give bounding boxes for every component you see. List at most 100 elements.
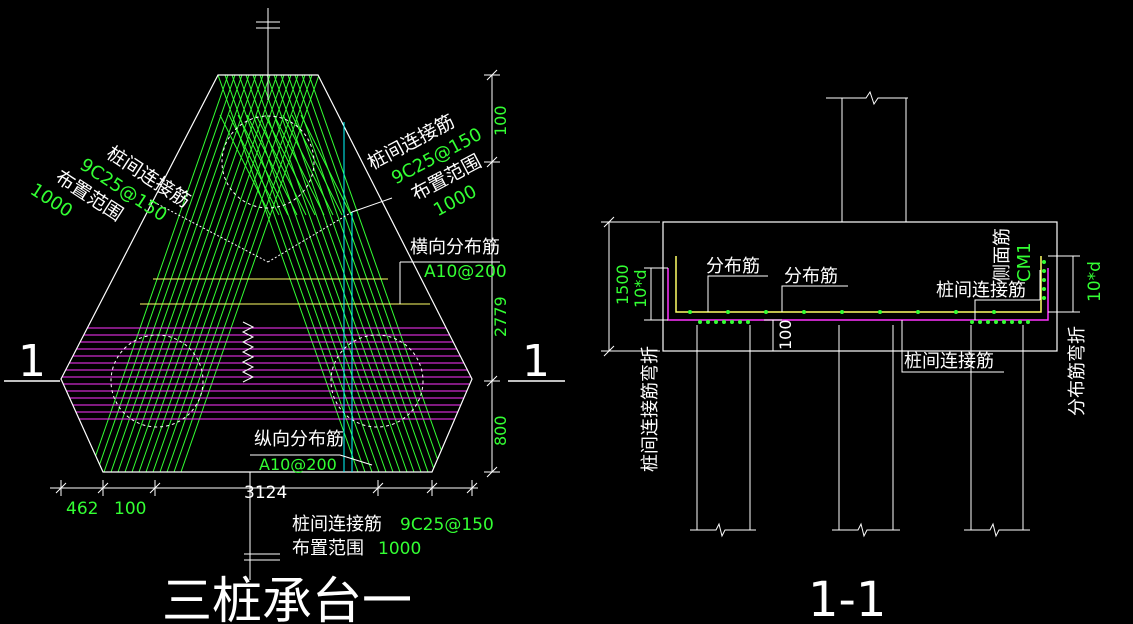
- rebar-band-line: [301, 75, 443, 472]
- section-label-left-bend: 桩间连接筋弯折: [640, 346, 661, 472]
- label-bottom-range-label: 布置范围: [292, 538, 364, 559]
- rebar-band-line: [291, 114, 343, 216]
- rebar-dot: [916, 310, 920, 314]
- rebar-band-line: [238, 75, 380, 472]
- dim-right-top: 100: [491, 105, 510, 136]
- section-distribution-bar: [675, 256, 1042, 313]
- section-dim-height: 1500: [613, 264, 632, 305]
- rebar-dot: [714, 320, 718, 324]
- rebar-dot: [764, 310, 768, 314]
- rebar-band-line: [217, 75, 359, 472]
- plan-view: 1 1 100 2779 800: [4, 8, 565, 624]
- section-dim-left-bend: 10*d: [631, 269, 650, 308]
- rebar-band-line: [294, 75, 436, 472]
- rebar-band-line: [124, 75, 264, 472]
- rebar-break-marks: [241, 321, 255, 383]
- rebar-band-line: [152, 75, 292, 472]
- label-longitudinal-rebar: A10@200: [259, 455, 337, 474]
- section-dim-cover: 100: [776, 319, 795, 350]
- rebar-dot: [878, 310, 882, 314]
- dim-bottom-second: 100: [114, 499, 146, 519]
- rebar-band-line: [138, 75, 278, 472]
- label-bottom-rebar: 9C25@150: [400, 515, 494, 535]
- section-rebar-dots: [688, 260, 1046, 324]
- rebar-band-line: [259, 75, 401, 472]
- leader-line: [351, 197, 393, 213]
- rebar-dot: [726, 310, 730, 314]
- rebar-band-line: [159, 75, 299, 472]
- rebar-dot: [1002, 320, 1006, 324]
- rebar-band-line: [252, 75, 394, 472]
- plan-title: 三桩承台一: [162, 572, 412, 624]
- rebar-dot: [1010, 320, 1014, 324]
- rebar-dot: [698, 320, 702, 324]
- pile-connection-rebar-bands: [89, 75, 450, 472]
- rebar-dot: [730, 320, 734, 324]
- label-transverse-rebar: A10@200: [424, 262, 507, 282]
- section-label-connection-top: 桩间连接筋: [936, 280, 1026, 301]
- rebar-band-line: [231, 75, 373, 472]
- section-label-connection-bottom: 桩间连接筋: [904, 351, 994, 372]
- pile-top: [221, 115, 315, 209]
- section-cap-outline: [662, 221, 1058, 352]
- section-label-distribution-2: 分布筋: [784, 266, 838, 287]
- dim-right-bottom: 800: [491, 415, 510, 446]
- section-connection-bar: [667, 268, 1049, 321]
- rebar-band-line: [219, 114, 271, 216]
- rebar-dot: [1042, 296, 1046, 300]
- rebar-dot: [970, 320, 974, 324]
- section-left-dimension: [601, 216, 782, 357]
- rebar-dot: [722, 320, 726, 324]
- rebar-band-line: [246, 114, 298, 216]
- pile-right: [330, 334, 424, 428]
- section-label-right-bend: 分布筋弯折: [1067, 326, 1088, 416]
- section-mark-left: 1: [18, 336, 46, 387]
- section-label-distribution-1: 分布筋: [706, 256, 760, 277]
- rebar-band-line: [255, 114, 307, 216]
- rebar-band-line: [103, 75, 243, 472]
- rebar-dot: [1018, 320, 1022, 324]
- rebar-band-line: [173, 75, 313, 472]
- rebar-dot: [802, 310, 806, 314]
- column-break-line: [826, 90, 908, 106]
- section-right-dimension: [1048, 255, 1080, 313]
- pile-left: [110, 334, 204, 428]
- rebar-dot: [738, 320, 742, 324]
- rebar-dot: [978, 320, 982, 324]
- rebar-band-line: [228, 114, 280, 216]
- rebar-dot: [992, 310, 996, 314]
- rebar-band-line: [266, 75, 408, 472]
- rebar-band-line: [287, 75, 429, 472]
- rebar-band-line: [224, 75, 366, 472]
- rebar-band-line: [145, 75, 285, 472]
- rebar-dot: [1042, 287, 1046, 291]
- rebar-band-line: [96, 75, 236, 472]
- label-longitudinal-name: 纵向分布筋: [254, 429, 344, 450]
- section-label-side-face: 侧面筋: [992, 228, 1013, 282]
- rebar-dot: [994, 320, 998, 324]
- dim-bottom-total: 3124: [244, 483, 287, 503]
- rebar-dot: [706, 320, 710, 324]
- dim-right-middle: 2779: [491, 296, 510, 337]
- section-mark-right: 1: [522, 336, 550, 387]
- leader-line: [267, 211, 353, 263]
- section-dim-right-bend: 10*d: [1085, 261, 1105, 302]
- rebar-band-line: [308, 75, 450, 472]
- rebar-band-line: [110, 75, 250, 472]
- rebar-band-line: [273, 114, 325, 216]
- rebar-dot: [1042, 269, 1046, 273]
- rebar-dot: [1042, 260, 1046, 264]
- rebar-dot: [1026, 320, 1030, 324]
- rebar-dot: [688, 310, 692, 314]
- rebar-dot: [954, 310, 958, 314]
- rebar-band-line: [131, 75, 271, 472]
- rebar-band-line: [166, 75, 306, 472]
- label-bottom-name: 桩间连接筋: [292, 514, 382, 535]
- rebar-band-line: [237, 114, 289, 216]
- rebar-band-line: [280, 75, 422, 472]
- leader-line: [339, 454, 373, 466]
- rebar-band-line: [282, 114, 334, 216]
- section-piles: [690, 325, 1030, 538]
- section-title: 1-1: [808, 572, 886, 624]
